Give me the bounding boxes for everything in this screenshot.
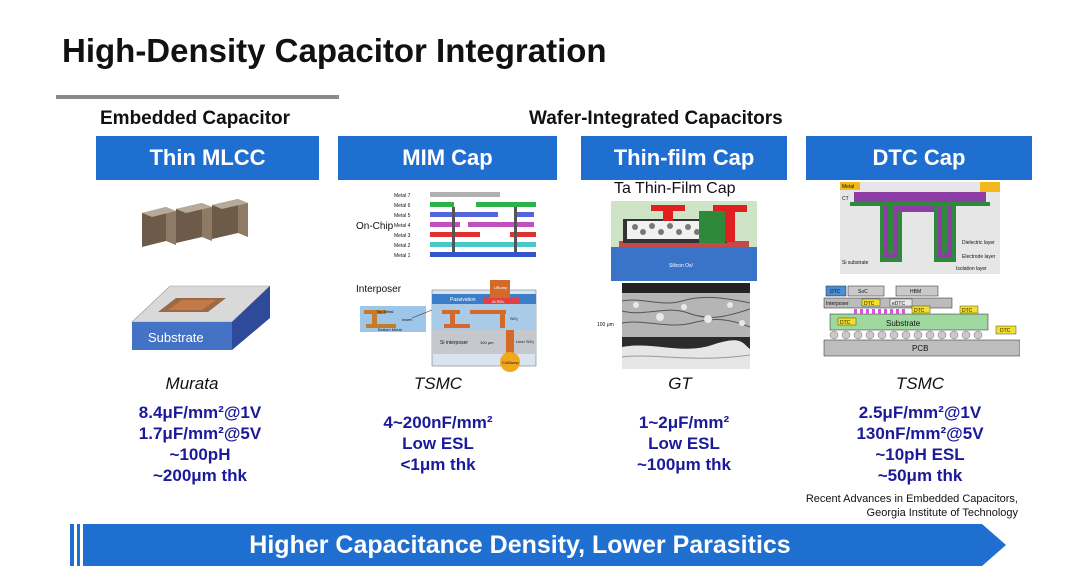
metal-layer-label: Metal 4 (394, 223, 411, 229)
title-divider (56, 95, 339, 99)
reference-line: Recent Advances in Embedded Capacitors, (805, 493, 1018, 505)
mim-interposer-label: Interposer (356, 284, 402, 295)
thinfilm-cap-figure: Silicon Ox/ (611, 201, 757, 281)
mim-sio2-label: SiO₂ (510, 316, 519, 321)
metal-layer-label: Metal 7 (394, 193, 411, 199)
mim-insert-label: Insert (402, 317, 413, 322)
spec-line: ~50μm thk (877, 466, 963, 485)
metal-layer-label: Metal 2 (394, 243, 411, 249)
specs-dtc-cap: 2.5μF/mm²@1V 130nF/mm²@5V ~10pH ESL ~50μ… (820, 402, 1020, 486)
reference-citation: Recent Advances in Embedded Capacitors, … (760, 492, 1018, 520)
spec-line: 2.5μF/mm²@1V (858, 403, 982, 422)
mim-onchip-metal-stack: Metal 7 Metal 6 Metal 5 Metal 4 Metal 3 … (394, 192, 536, 259)
spec-line: ~100pH (169, 445, 231, 464)
header-mim-cap: MIM Cap (338, 136, 557, 180)
section-embedded-heading: Embedded Capacitor (100, 108, 291, 129)
dtc-electrode-label: Electrode layer (962, 254, 996, 260)
banner-arrow (70, 524, 1006, 566)
page-title: High-Density Capacitor Integration (62, 32, 607, 69)
company-tsmc-mim: TSMC (413, 374, 463, 393)
dtc-metal-label: Metal (842, 184, 854, 190)
mim-100um-label: 100 μm (480, 340, 494, 345)
mim-ubump-label: UBump (494, 285, 508, 290)
thinfilm-title: Ta Thin-Film Cap (614, 180, 736, 197)
dtc-pkg-label: DTC (914, 308, 925, 314)
dtc-pkg-label: DTC (864, 301, 875, 307)
dtc-pkg-label: DTC (1000, 328, 1011, 334)
dtc-pcb-label: PCB (912, 344, 928, 353)
dtc-trench-figure: Metal CT Dielectric layer Electrode laye… (840, 182, 1000, 274)
metal-layer-label: Metal 6 (394, 203, 411, 209)
mlcc-substrate-label: Substrate (148, 330, 204, 345)
dtc-dielectric-label: Dielectric layer (962, 240, 995, 246)
thinfilm-sem-image (622, 283, 750, 369)
spec-line: 1~2μF/mm² (638, 413, 730, 432)
specs-thin-film-cap: 1~2μF/mm² Low ESL ~100μm thk (584, 412, 784, 475)
dtc-substrate-label: Substrate (886, 319, 921, 328)
specs-mim-cap: 4~200nF/mm² Low ESL <1μm thk (338, 412, 538, 475)
specs-thin-mlcc: 8.4μF/mm²@1V 1.7μF/mm²@5V ~100pH ~200μm … (100, 402, 300, 486)
mlcc-substrate-figure: Substrate (131, 285, 271, 350)
header-dtc-cap: DTC Cap (806, 136, 1032, 180)
metal-layer-label: Metal 1 (394, 253, 411, 259)
header-thin-mlcc: Thin MLCC (96, 136, 319, 180)
spec-line: Low ESL (402, 434, 474, 453)
company-tsmc-dtc: TSMC (895, 374, 945, 393)
spec-line: Low ESL (648, 434, 720, 453)
dtc-isolation-label: Isolation layer (956, 266, 987, 272)
banner-text: Higher Capacitance Density, Lower Parasi… (249, 530, 791, 559)
spec-line: ~100μm thk (636, 455, 732, 474)
thinfilm-silicon-label: Silicon Ox/ (669, 263, 694, 269)
dtc-edtc-label: eDTC (892, 301, 905, 307)
company-murata: Murata (165, 374, 219, 393)
mim-top-metal-label: Top Metal (376, 309, 393, 314)
spec-line: 1.7μF/mm²@5V (138, 424, 262, 443)
mim-bottom-metal-label: Bottom Metal (378, 327, 402, 332)
dtc-si-substrate-label: Si substrate (842, 260, 869, 266)
dtc-ct-label: CT (842, 196, 849, 202)
metal-layer-label: Metal 5 (394, 213, 411, 219)
metal-layer-label: Metal 3 (394, 233, 411, 239)
spec-line: 8.4μF/mm²@1V (138, 403, 262, 422)
mim-passivation-label: Passivation (450, 297, 476, 303)
dtc-package-figure: DTC SoC HBM Interposer DTC eDTC DTC DTC … (823, 285, 1020, 357)
spec-line: ~200μm thk (152, 466, 248, 485)
company-gt: GT (668, 374, 692, 393)
spec-line: 4~200nF/mm² (383, 413, 493, 432)
dtc-pkg-label: DTC (962, 308, 973, 314)
mim-onchip-label: On-Chip (356, 221, 394, 232)
dtc-soc-label: SoC (858, 289, 868, 295)
thinfilm-scale-label: 100 μm (597, 322, 614, 328)
dtc-pkg-label: DTC (830, 289, 841, 295)
reference-line: Georgia Institute of Technology (866, 507, 1018, 519)
dtc-hbm-label: HBM (910, 289, 921, 295)
dtc-interposer-label: Interposer (826, 301, 849, 307)
spec-line: <1μm thk (400, 455, 476, 474)
mim-liner-label: Liner SiO₂ (516, 339, 535, 344)
mim-c4-bump-label: C4/Bump (502, 360, 519, 365)
spec-line: 130nF/mm²@5V (856, 424, 984, 443)
section-wafer-heading: Wafer-Integrated Capacitors (529, 108, 783, 129)
mim-alrdl-label: Al RDL (492, 299, 505, 304)
spec-line: ~10pH ESL (875, 445, 965, 464)
header-thin-film-cap: Thin-film Cap (581, 136, 787, 180)
mim-interposer-figure: Top Metal Bottom Metal Insert Passivatio… (360, 280, 537, 372)
dtc-pkg-label: DTC (840, 320, 851, 326)
mlcc-chips-figure (142, 199, 248, 247)
mim-si-interposer-label: Si interposer (440, 340, 468, 346)
